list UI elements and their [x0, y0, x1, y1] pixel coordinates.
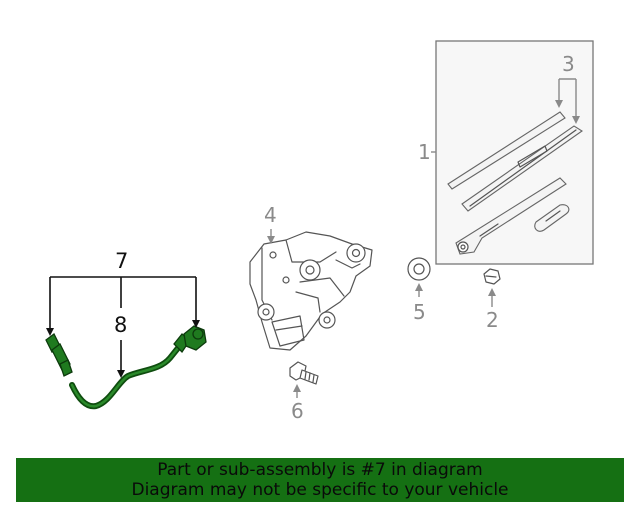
callout-1-label: 1 — [418, 140, 431, 164]
callout-2-arrow — [488, 288, 496, 296]
banner-line-1: Part or sub-assembly is #7 in diagram — [157, 460, 483, 480]
info-banner: Part or sub-assembly is #7 in diagram Di… — [16, 458, 624, 502]
bolt-part[interactable] — [289, 361, 319, 385]
callout-7-label: 7 — [115, 249, 128, 273]
callout-6-label: 6 — [291, 399, 304, 423]
callout-5-arrow — [415, 283, 423, 291]
callout-7-leader — [49, 276, 197, 330]
banner-line-2: Diagram may not be specific to your vehi… — [131, 480, 509, 500]
callout-3-leader — [558, 78, 577, 120]
callout-4-label: 4 — [264, 203, 277, 227]
wiper-motor[interactable] — [249, 231, 373, 351]
callout-8-arrow — [117, 370, 125, 378]
callout-3-label: 3 — [562, 52, 575, 76]
callout-3-arrow-a — [555, 100, 563, 108]
wiper-assembly-box — [435, 40, 594, 265]
callout-4-arrow — [267, 236, 275, 244]
callout-7-arrow-right — [192, 320, 200, 328]
callout-3-arrow-b — [572, 116, 580, 124]
wiper-arm-cap[interactable] — [534, 204, 570, 232]
callout-8-label: 8 — [114, 313, 127, 337]
washer-hose-part[interactable] — [45, 325, 207, 410]
nut-part[interactable] — [483, 268, 501, 285]
callout-2-label: 2 — [486, 308, 499, 332]
wiper-arm[interactable] — [455, 177, 567, 255]
callout-5-label: 5 — [413, 300, 426, 324]
callout-6-arrow — [293, 384, 301, 392]
callout-7-arrow-left — [46, 328, 54, 336]
washer-part[interactable] — [407, 257, 431, 281]
wiper-blade[interactable] — [447, 111, 583, 212]
